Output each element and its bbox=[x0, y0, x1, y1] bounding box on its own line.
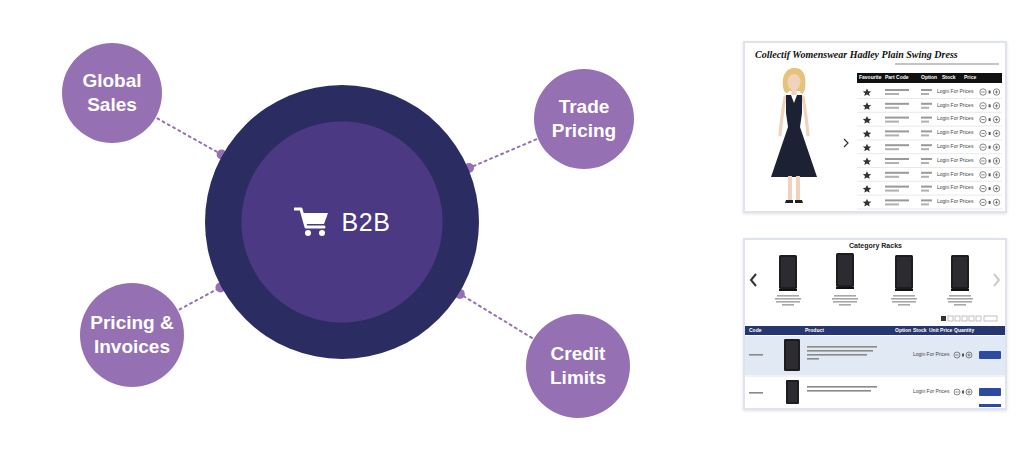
table-cell: Login For Prices bbox=[937, 89, 973, 95]
feature-label: Pricing & Invoices bbox=[88, 311, 177, 359]
feature-label: Credit Limits bbox=[534, 342, 623, 390]
feature-circle: Trade Pricing bbox=[534, 69, 634, 169]
connector-line bbox=[157, 118, 221, 154]
table-cell: Login For Prices bbox=[913, 352, 949, 358]
feature-circle: Credit Limits bbox=[526, 314, 630, 418]
connector-line bbox=[460, 294, 532, 338]
table-cell: Login For Prices bbox=[937, 116, 973, 122]
table-header: Product bbox=[805, 328, 824, 334]
feature-label: Global Sales bbox=[69, 69, 155, 117]
category-page-illustration bbox=[745, 240, 1005, 408]
table-cell: Login For Prices bbox=[913, 389, 949, 395]
dotted-connector bbox=[464, 139, 536, 173]
hub-content: B2B bbox=[294, 206, 391, 238]
product-screenshot: Collectif Womenswear Hadley Plain Swing … bbox=[743, 41, 1007, 213]
hub-label: B2B bbox=[342, 208, 391, 237]
dotted-connector bbox=[157, 118, 226, 159]
hub-circle: B2B bbox=[205, 85, 479, 359]
table-cell: Login For Prices bbox=[937, 158, 973, 164]
table-header: Option bbox=[921, 75, 937, 81]
section-title: Category Racks bbox=[849, 242, 902, 250]
connector-line bbox=[469, 139, 536, 168]
table-header: Option bbox=[895, 328, 911, 334]
table-header: Stock bbox=[913, 328, 927, 334]
table-header: Quantity bbox=[954, 328, 974, 334]
feature-circle: Pricing & Invoices bbox=[80, 283, 184, 387]
table-cell: Login For Prices bbox=[937, 199, 973, 205]
category-screenshot: Category RacksCode Product OptionStockUnit… bbox=[743, 238, 1007, 410]
table-header: Unit Price bbox=[929, 328, 952, 334]
feature-label: Trade Pricing bbox=[541, 95, 627, 143]
table-cell: Login For Prices bbox=[937, 172, 973, 178]
feature-circle: Global Sales bbox=[62, 43, 162, 143]
cart-icon bbox=[294, 206, 330, 238]
table-header: Stock bbox=[942, 75, 956, 81]
table-cell: Login For Prices bbox=[937, 144, 973, 150]
page-title: Collectif Womenswear Hadley Plain Swing … bbox=[755, 49, 958, 61]
table-header: Favourite bbox=[859, 75, 882, 81]
connector-line bbox=[180, 287, 221, 309]
table-cell: Login For Prices bbox=[937, 130, 973, 136]
table-header: Part Code bbox=[885, 75, 909, 81]
table-header: Code bbox=[749, 328, 762, 334]
table-cell: Login For Prices bbox=[937, 185, 973, 191]
table-header: Price bbox=[964, 75, 976, 81]
table-cell: Login For Prices bbox=[937, 103, 973, 109]
dotted-connector bbox=[180, 282, 226, 309]
dotted-connector bbox=[455, 289, 532, 338]
